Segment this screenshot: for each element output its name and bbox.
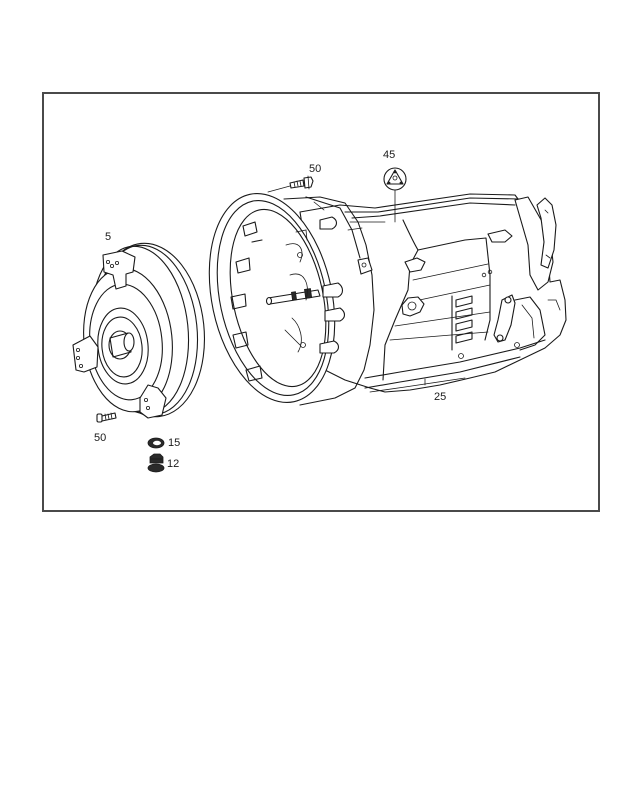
torque-converter-icon bbox=[72, 242, 206, 419]
callout-15: 15 bbox=[168, 437, 181, 449]
callout-25: 25 bbox=[434, 391, 447, 403]
triangular-plate-icon bbox=[383, 167, 407, 191]
callout-50-bottom: 50 bbox=[94, 432, 107, 444]
callout-50-top: 50 bbox=[309, 163, 322, 175]
bell-housing-icon bbox=[208, 193, 375, 406]
bolt-icon bbox=[267, 175, 314, 193]
callout-45: 45 bbox=[383, 149, 396, 161]
sealing-ring-icon bbox=[147, 437, 165, 449]
bolt-icon bbox=[96, 412, 117, 423]
transmission-housing-icon bbox=[299, 187, 567, 393]
callout-5: 5 bbox=[105, 231, 112, 243]
callout-12: 12 bbox=[167, 458, 180, 470]
screw-plug-icon bbox=[147, 453, 165, 473]
